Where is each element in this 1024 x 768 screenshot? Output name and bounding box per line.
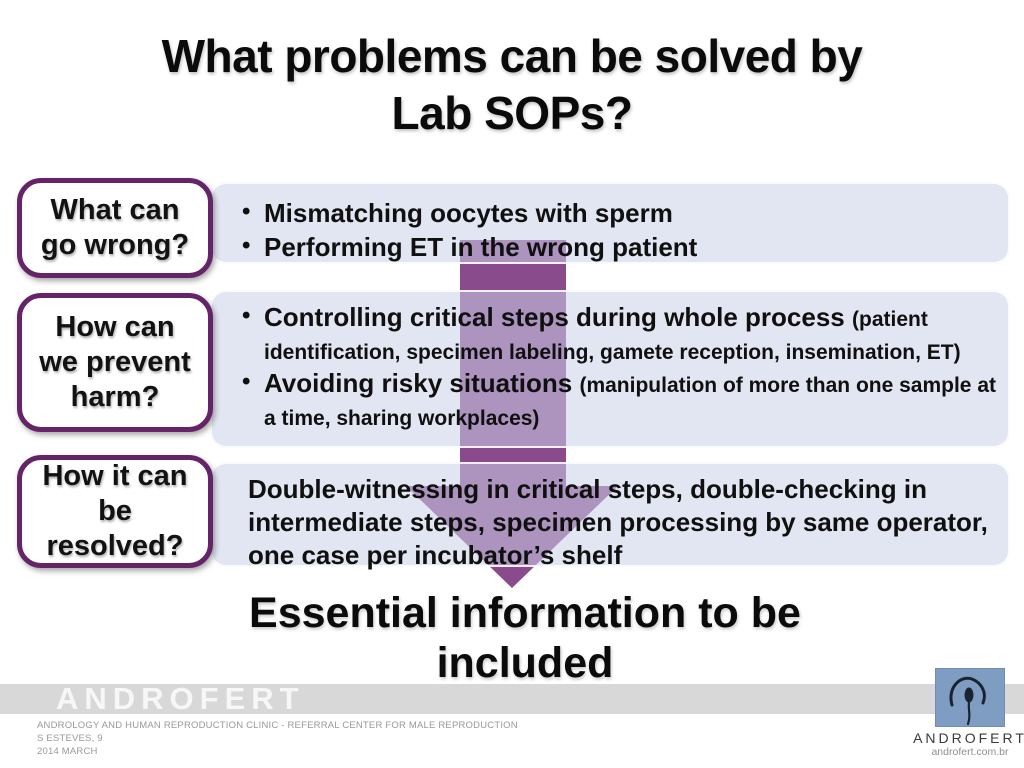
bullet-detail-text: (manipulation of more than one sample at…	[264, 374, 996, 430]
label-line: How it can	[42, 460, 188, 492]
label-text: How can we prevent harm?	[39, 310, 191, 415]
bullet-text: Controlling critical steps during whole …	[264, 302, 845, 332]
bullet-icon: •	[242, 198, 251, 225]
footer-brand-wordmark: ANDROFERT	[56, 681, 305, 716]
label-box-prevent-harm: How can we prevent harm?	[17, 293, 213, 432]
slide-title-line-1: What problems can be solved by	[161, 30, 863, 82]
content-box-how-resolved: Double-witnessing in critical steps, dou…	[210, 462, 1010, 570]
androfert-logo-wordmark: ANDROFERT	[913, 730, 1024, 746]
sperm-gauge-icon	[949, 676, 986, 726]
label-box-what-can-go-wrong: What can go wrong?	[17, 178, 213, 278]
footer-credits: ANDROLOGY AND HUMAN REPRODUCTION CLINIC …	[37, 719, 518, 758]
label-line: harm?	[70, 381, 160, 413]
label-text: What can go wrong?	[41, 193, 189, 263]
footer-clinic-line: ANDROLOGY AND HUMAN REPRODUCTION CLINIC …	[37, 720, 518, 731]
bullet-list: • Controlling critical steps during whol…	[212, 301, 998, 433]
bullet-text: Mismatching oocytes with sperm	[264, 198, 673, 228]
slide-subtitle-line-1: Essential information to be	[249, 589, 801, 637]
list-item: • Controlling critical steps during whol…	[212, 301, 998, 367]
androfert-logo: ANDROFERT androfert.com.br	[900, 668, 1024, 758]
footer-brand-band: ANDROFERT	[0, 681, 1024, 716]
list-item: • Performing ET in the wrong patient	[212, 230, 994, 264]
list-item: • Mismatching oocytes with sperm	[212, 196, 994, 230]
slide-title: What problems can be solved by Lab SOPs?	[0, 28, 1024, 142]
slide-subtitle-line-2: included	[436, 639, 614, 687]
label-line: What can	[50, 194, 180, 226]
bullet-list: • Mismatching oocytes with sperm • Perfo…	[212, 196, 994, 264]
label-box-how-resolved: How it can be resolved?	[17, 455, 213, 568]
footer-date-line: 2014 MARCH	[37, 746, 98, 757]
slide-subtitle: Essential information to be included	[20, 588, 1024, 688]
label-line: be	[98, 495, 132, 527]
resolution-text: Double-witnessing in critical steps, dou…	[248, 474, 988, 570]
bullet-text: Performing ET in the wrong patient	[264, 232, 698, 262]
label-line: we prevent	[39, 346, 191, 378]
androfert-logo-url: androfert.com.br	[931, 746, 1009, 758]
label-line: resolved?	[46, 530, 184, 562]
bullet-icon: •	[242, 232, 251, 259]
bullet-detail-text: (patient identification, specimen labeli…	[264, 308, 961, 364]
list-item: • Avoiding risky situations (manipulatio…	[212, 367, 998, 433]
bullet-icon: •	[242, 368, 251, 395]
label-line: How can	[55, 311, 175, 343]
content-box-what-can-go-wrong: • Mismatching oocytes with sperm • Perfo…	[210, 182, 1010, 264]
label-text: How it can be resolved?	[42, 459, 187, 564]
label-line: go wrong?	[40, 229, 190, 261]
bullet-text: Avoiding risky situations	[264, 368, 573, 398]
content-box-prevent-harm: • Controlling critical steps during whol…	[210, 290, 1010, 448]
androfert-logo-square	[935, 668, 1005, 727]
bullet-icon: •	[242, 302, 251, 329]
slide-title-line-2: Lab SOPs?	[391, 87, 633, 139]
footer-author-line: S ESTEVES, 9	[37, 733, 103, 744]
